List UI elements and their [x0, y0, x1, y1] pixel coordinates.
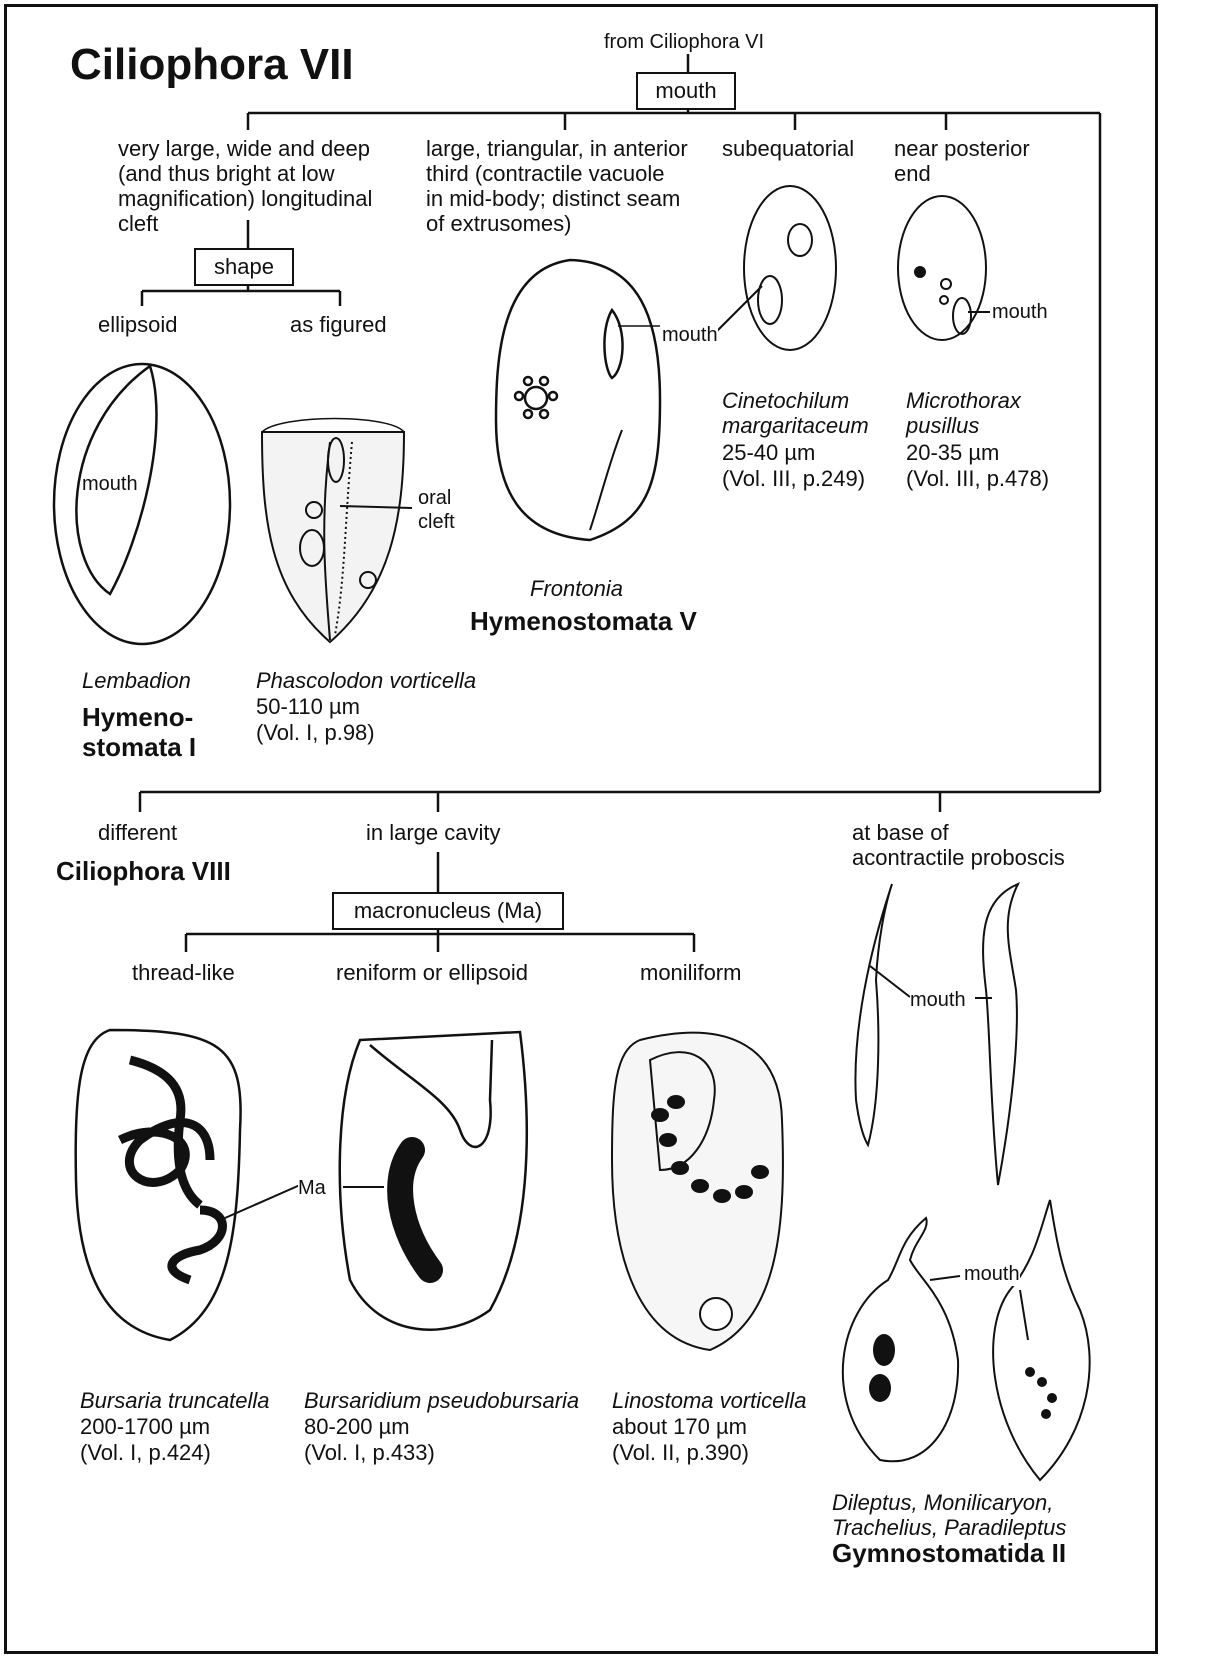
bursaridium-drawing — [340, 1032, 527, 1330]
ma-thread-like: thread-like — [132, 960, 235, 985]
lembadion-mouth-label: mouth — [82, 472, 138, 496]
branch-longitudinal-cleft: very large, wide and deep (and thus brig… — [118, 136, 372, 236]
ciliophora-viii: Ciliophora VIII — [56, 856, 231, 886]
bursaria-size: 200-1700 µm — [80, 1414, 210, 1439]
branch-triangular: large, triangular, in anterior third (co… — [426, 136, 688, 236]
microthorax-drawing — [898, 196, 990, 340]
dileptus-mouth-label: mouth — [910, 988, 966, 1012]
phascolodon-drawing — [262, 419, 412, 643]
branch-subequatorial: subequatorial — [722, 136, 854, 161]
hymenostomata-i: Hymeno- stomata I — [82, 702, 196, 762]
branch-proboscis: at base of acontractile proboscis — [852, 820, 1065, 870]
bursaria-name: Bursaria truncatella — [80, 1388, 270, 1413]
shape-box: shape — [194, 248, 294, 286]
mouth-box: mouth — [636, 72, 736, 110]
ma-label: Ma — [298, 1176, 326, 1200]
macronucleus-box: macronucleus (Ma) — [332, 892, 564, 930]
from-label: from Ciliophora VI — [604, 30, 764, 55]
linostoma-name: Linostoma vorticella — [612, 1388, 806, 1413]
gymnostomatida-mouth-label: mouth — [964, 1262, 1020, 1286]
hymenostomata-v: Hymenostomata V — [470, 606, 697, 636]
dileptus-drawing — [855, 884, 1018, 1185]
phascolodon-size: 50-110 µm — [256, 694, 360, 719]
ma-moniliform: moniliform — [640, 960, 741, 985]
bursaridium-name: Bursaridium pseudobursaria — [304, 1388, 579, 1413]
cinetochilum-name: Cinetochilum margaritaceum — [722, 388, 869, 438]
oral-cleft-label: oral cleft — [418, 486, 455, 534]
branch-large-cavity: in large cavity — [366, 820, 501, 845]
bursaridium-size: 80-200 µm — [304, 1414, 410, 1439]
bursaridium-ref: (Vol. I, p.433) — [304, 1440, 435, 1465]
cinetochilum-ref: (Vol. III, p.249) — [722, 466, 865, 491]
shape-as-figured: as figured — [290, 312, 387, 337]
lembadion-name: Lembadion — [82, 668, 191, 693]
linostoma-ref: (Vol. II, p.390) — [612, 1440, 749, 1465]
page-title: Ciliophora VII — [70, 40, 354, 90]
monilicaryon-drawing — [843, 1200, 1090, 1480]
frontonia-name: Frontonia — [530, 576, 623, 601]
phascolodon-name: Phascolodon vorticella — [256, 668, 476, 693]
microthorax-size: 20-35 µm — [906, 440, 999, 465]
frontonia-drawing — [496, 260, 660, 540]
ma-reniform: reniform or ellipsoid — [336, 960, 528, 985]
gymnostomatida-ii: Gymnostomatida II — [832, 1538, 1066, 1568]
frontonia-mouth-label: mouth — [662, 323, 718, 347]
microthorax-name: Microthorax pusillus — [906, 388, 1021, 438]
microthorax-ref: (Vol. III, p.478) — [906, 466, 1049, 491]
lembadion-drawing — [54, 364, 230, 644]
branch-near-posterior: near posterior end — [894, 136, 1030, 186]
linostoma-drawing — [612, 1033, 783, 1350]
bursaria-drawing — [76, 1030, 300, 1340]
cinetochilum-drawing — [712, 186, 836, 350]
shape-ellipsoid: ellipsoid — [98, 312, 178, 337]
cinetochilum-size: 25-40 µm — [722, 440, 815, 465]
branch-different: different — [98, 820, 177, 845]
microthorax-mouth-label: mouth — [992, 300, 1048, 324]
phascolodon-ref: (Vol. I, p.98) — [256, 720, 375, 745]
bursaria-ref: (Vol. I, p.424) — [80, 1440, 211, 1465]
linostoma-size: about 170 µm — [612, 1414, 747, 1439]
dileptus-names: Dileptus, Monilicaryon, Trachelius, Para… — [832, 1490, 1066, 1540]
